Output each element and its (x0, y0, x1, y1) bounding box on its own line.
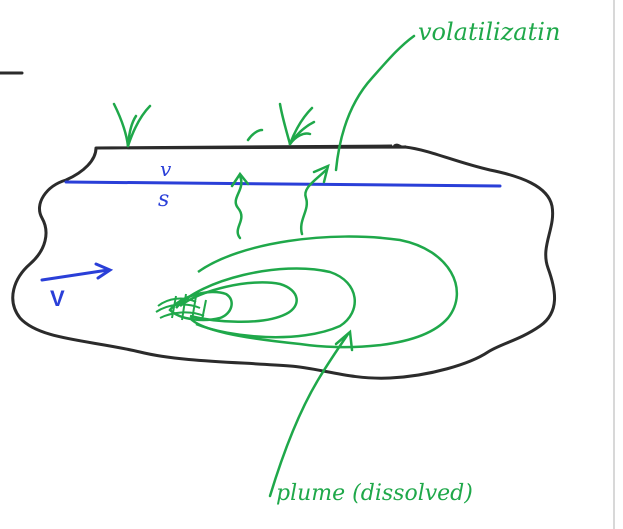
plume-leader (270, 334, 348, 496)
water-table-line (66, 182, 500, 186)
water-table-symbol-s: s (158, 187, 169, 212)
grass-tuft-right (248, 104, 314, 144)
volatilization-label: volatilizatin (418, 18, 560, 46)
plume-contour-middle (176, 268, 355, 337)
grass-tuft-left (114, 104, 150, 146)
volatilization-arrow-right (301, 166, 328, 234)
plume-contours (170, 237, 457, 348)
velocity-label: V (50, 286, 65, 311)
page-edge (613, 0, 615, 529)
volatilization-leader (336, 36, 414, 170)
plume-contour-inner (180, 282, 297, 321)
water-table-symbol-v: v (160, 157, 172, 181)
plume-contour-outer (190, 237, 457, 348)
plume-label: plume (dissolved) (276, 481, 473, 506)
velocity-arrow (42, 264, 110, 280)
